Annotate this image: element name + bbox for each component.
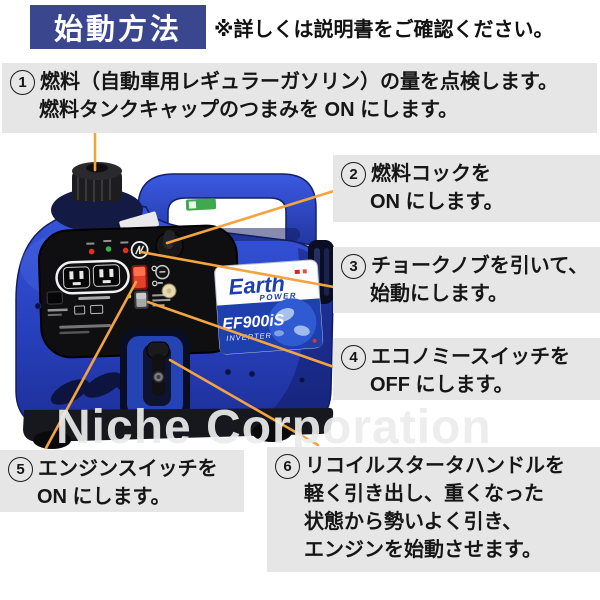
step-2-box: 2 燃料コックを ON にします。 <box>333 155 600 222</box>
fuel-tank-cap <box>51 162 143 232</box>
step-5-text-line2: ON にします。 <box>37 486 171 508</box>
intake-slot <box>324 248 329 296</box>
callout-lines <box>44 131 336 450</box>
step-6-box: 6 リコイルスタータハンドルを 軽く引き出し、重くなった 状態から勢いよく引き、… <box>267 447 600 572</box>
callout-line-step3 <box>139 250 336 289</box>
step-4-text-line1: エコノミースイッチを <box>371 346 570 368</box>
step-6-text-line2: 軽く引き出し、重くなった <box>304 483 544 505</box>
page-title: 始動方法 <box>53 14 182 46</box>
step-1-number: 1 <box>10 69 35 95</box>
step-6-text-line3: 状態から勢いよく引き、 <box>304 511 523 533</box>
step-3-text-line1: チョークノブを引いて、 <box>371 255 589 277</box>
ac-outlet-right <box>92 264 121 287</box>
step-2-text-line2: ON にします。 <box>370 191 504 213</box>
green-label <box>185 198 217 211</box>
step-5-number: 5 <box>8 456 33 482</box>
step-2-text-line1: 燃料コックを <box>371 163 491 185</box>
recoil-starter <box>120 329 190 423</box>
step-3-box: 3 チョークノブを引いて、 始動にします。 <box>333 247 600 313</box>
recoil-handle <box>146 341 170 396</box>
watermark: Niche Corporation <box>56 401 492 454</box>
step-4-box: 4 エコノミースイッチを OFF にします。 <box>333 338 600 400</box>
callout-line-step5 <box>44 280 138 450</box>
step-4-text-line2: OFF にします。 <box>370 374 514 396</box>
step-1-text-line1: 燃料（自動車用レギュラーガソリン）の量を点検します。 <box>40 71 558 93</box>
step-1-text-line2: 燃料タンクキャップのつまみを ON にします。 <box>39 99 459 121</box>
dc-outlet <box>46 291 63 305</box>
callout-line-step2 <box>165 189 336 245</box>
outlet-oval <box>55 259 130 295</box>
page-title-box: 始動方法 <box>30 5 206 49</box>
step-2-number: 2 <box>341 161 366 187</box>
model-name: EF900iS <box>222 312 286 333</box>
base-frame <box>23 408 334 449</box>
oil-led <box>122 247 129 254</box>
rubber-foot-left <box>33 431 71 449</box>
step-6-text-line1: リコイルスタータハンドルを <box>305 455 565 477</box>
brand-sticker: Earth POWER EF900iS INVERTER <box>214 259 324 355</box>
step-4-number: 4 <box>341 344 366 370</box>
bolts <box>34 302 306 384</box>
economy-switch <box>134 290 149 310</box>
step-5-box: 5 エンジンスイッチを ON にします。 <box>0 450 244 512</box>
ac-outlet-left <box>62 266 91 289</box>
step-6-number: 6 <box>275 453 300 479</box>
overload-led <box>88 248 95 255</box>
step-5-text-line1: エンジンスイッチを <box>38 458 218 480</box>
step-1-box: 1 燃料（自動車用レギュラーガソリン）の量を点検します。 燃料タンクキャップのつ… <box>2 63 597 133</box>
step-6-text-line4: エンジンを始動させます。 <box>304 539 542 561</box>
callout-line-step6 <box>168 358 320 447</box>
step-3-text-line2: 始動にします。 <box>370 283 508 305</box>
rubber-foot-right <box>252 422 292 442</box>
step-3-number: 3 <box>341 253 366 279</box>
header-note: ※詳しくは説明書をご確認ください。 <box>214 18 554 41</box>
brand-sub: POWER <box>259 291 297 303</box>
output-led <box>105 246 112 252</box>
choke-knob <box>130 241 149 259</box>
callout-line-step4 <box>146 300 336 369</box>
